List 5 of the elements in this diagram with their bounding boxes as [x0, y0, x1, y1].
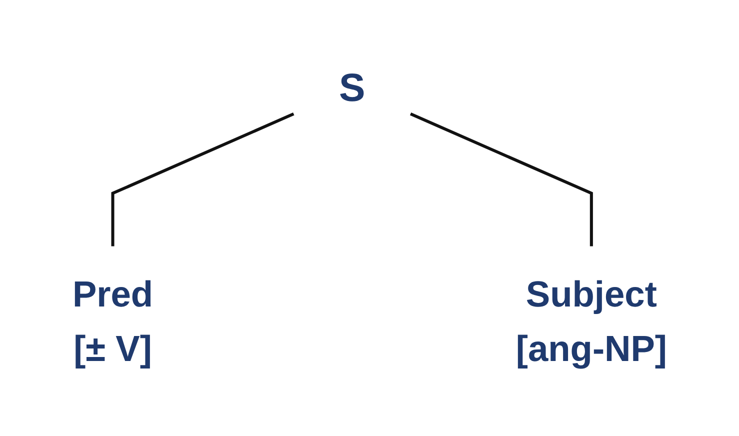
node-text: Pred [± V] [72, 274, 153, 370]
node-text: Subject [ang-NP] [516, 274, 667, 370]
node-text: S [338, 64, 365, 110]
connector [410, 112, 593, 246]
connector [111, 112, 294, 246]
